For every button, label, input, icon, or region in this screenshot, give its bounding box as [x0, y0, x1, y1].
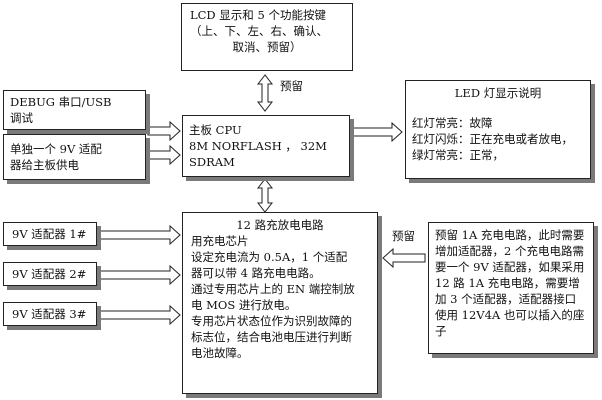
adapter3-arrow — [98, 304, 181, 326]
circuit-line-2: 设定充电流为 0.5A，1 个适配 — [191, 250, 348, 264]
circuit-line-1: 用充电芯片 — [191, 234, 249, 248]
reserve-line-3: 要一个 9V 适配器，如果采用 — [435, 260, 585, 274]
circuit-line-5: 电 MOS 进行放电。 — [191, 298, 297, 312]
debug-line-1: DEBUG 串口/USB — [10, 95, 112, 109]
reserve-line-5: 加 3 个适配器，适配器接口 — [435, 292, 577, 306]
reserve-line-1: 预留 1A 充电电路，此时需要 — [435, 228, 585, 242]
circuit-line-3: 器可以带 4 路充电电路。 — [191, 266, 321, 280]
led-box: LED 灯显示说明 红灯常亮：故障 红灯闪烁：正在充电或者放电， 绿灯常亮：正常… — [405, 80, 591, 179]
reserved-label-right: 预留 — [392, 229, 415, 243]
lcd-line-2: （上、下、左、右、确认、 — [190, 24, 328, 38]
led-line-2: 红灯闪烁：正在充电或者放电， — [412, 132, 573, 146]
led-line-1: 红灯常亮：故障 — [412, 116, 493, 130]
adapter-3-label: 9V 适配器 3# — [12, 307, 87, 321]
power-line-1: 单独一个 9V 适配 — [10, 142, 102, 156]
adapter-2-label: 9V 适配器 2# — [12, 267, 87, 281]
adapter-2-box: 9V 适配器 2# — [3, 262, 97, 286]
reserved-label-top: 预留 — [280, 79, 303, 93]
reserve-box: 预留 1A 充电电路，此时需要 增加适配器，2 个充电电路需 要一个 9V 适配… — [428, 222, 594, 354]
lcd-box: LCD 显示和 5 个功能按键 （上、下、左、右、确认、 取消、预留） — [181, 3, 353, 71]
adapter-3-box: 9V 适配器 3# — [3, 302, 97, 326]
cpu-line-1: 主板 CPU — [189, 123, 242, 137]
power-cpu-arrow — [147, 144, 181, 166]
power-box: 单独一个 9V 适配 器给主板供电 — [3, 134, 146, 180]
lcd-cpu-arrow — [256, 74, 274, 112]
reserve-line-4: 12 路 1A 充电电路，需要增 — [435, 276, 580, 290]
circuit-line-7: 标志位，结合电池电压进行判断 — [191, 330, 352, 344]
adapter1-arrow — [98, 224, 181, 246]
lcd-line-3: 取消、预留） — [232, 40, 302, 54]
circuit-line-6: 专用芯片状态位作为识别故障的 — [191, 314, 352, 328]
cpu-line-3: SDRAM — [189, 155, 235, 169]
reserve-line-2: 增加适配器，2 个充电电路需 — [435, 244, 584, 258]
reserve-circuit-arrow — [382, 247, 426, 269]
circuit-line-8: 电池故障。 — [191, 346, 249, 360]
reserve-line-7: 子 — [435, 324, 447, 338]
circuit-line-4: 通过专用芯片上的 EN 端控制放 — [191, 282, 355, 296]
led-title: LED 灯显示说明 — [454, 86, 542, 100]
power-line-2: 器给主板供电 — [10, 158, 79, 172]
debug-line-2: 调试 — [10, 111, 33, 125]
cpu-led-arrow — [351, 121, 403, 143]
cpu-circuit-arrow — [256, 178, 274, 213]
cpu-line-2: 8M NORFLASH ， 32M — [189, 139, 327, 153]
adapter-1-label: 9V 适配器 1# — [12, 227, 87, 241]
debug-box: DEBUG 串口/USB 调试 — [3, 90, 146, 130]
cpu-box: 主板 CPU 8M NORFLASH ， 32M SDRAM — [182, 115, 350, 177]
circuit-box: 12 路充放电电路 用充电芯片 设定充电流为 0.5A，1 个适配 器可以带 4… — [182, 212, 378, 394]
circuit-title: 12 路充放电电路 — [236, 218, 324, 232]
lcd-line-1: LCD 显示和 5 个功能按键 — [190, 8, 326, 22]
debug-cpu-arrow — [147, 120, 181, 142]
reserve-line-6: 使用 12V4A 也可以插入的座 — [435, 308, 585, 322]
adapter2-arrow — [98, 264, 181, 286]
led-line-3: 绿灯常亮：正常， — [412, 148, 504, 162]
adapter-1-box: 9V 适配器 1# — [3, 222, 97, 246]
